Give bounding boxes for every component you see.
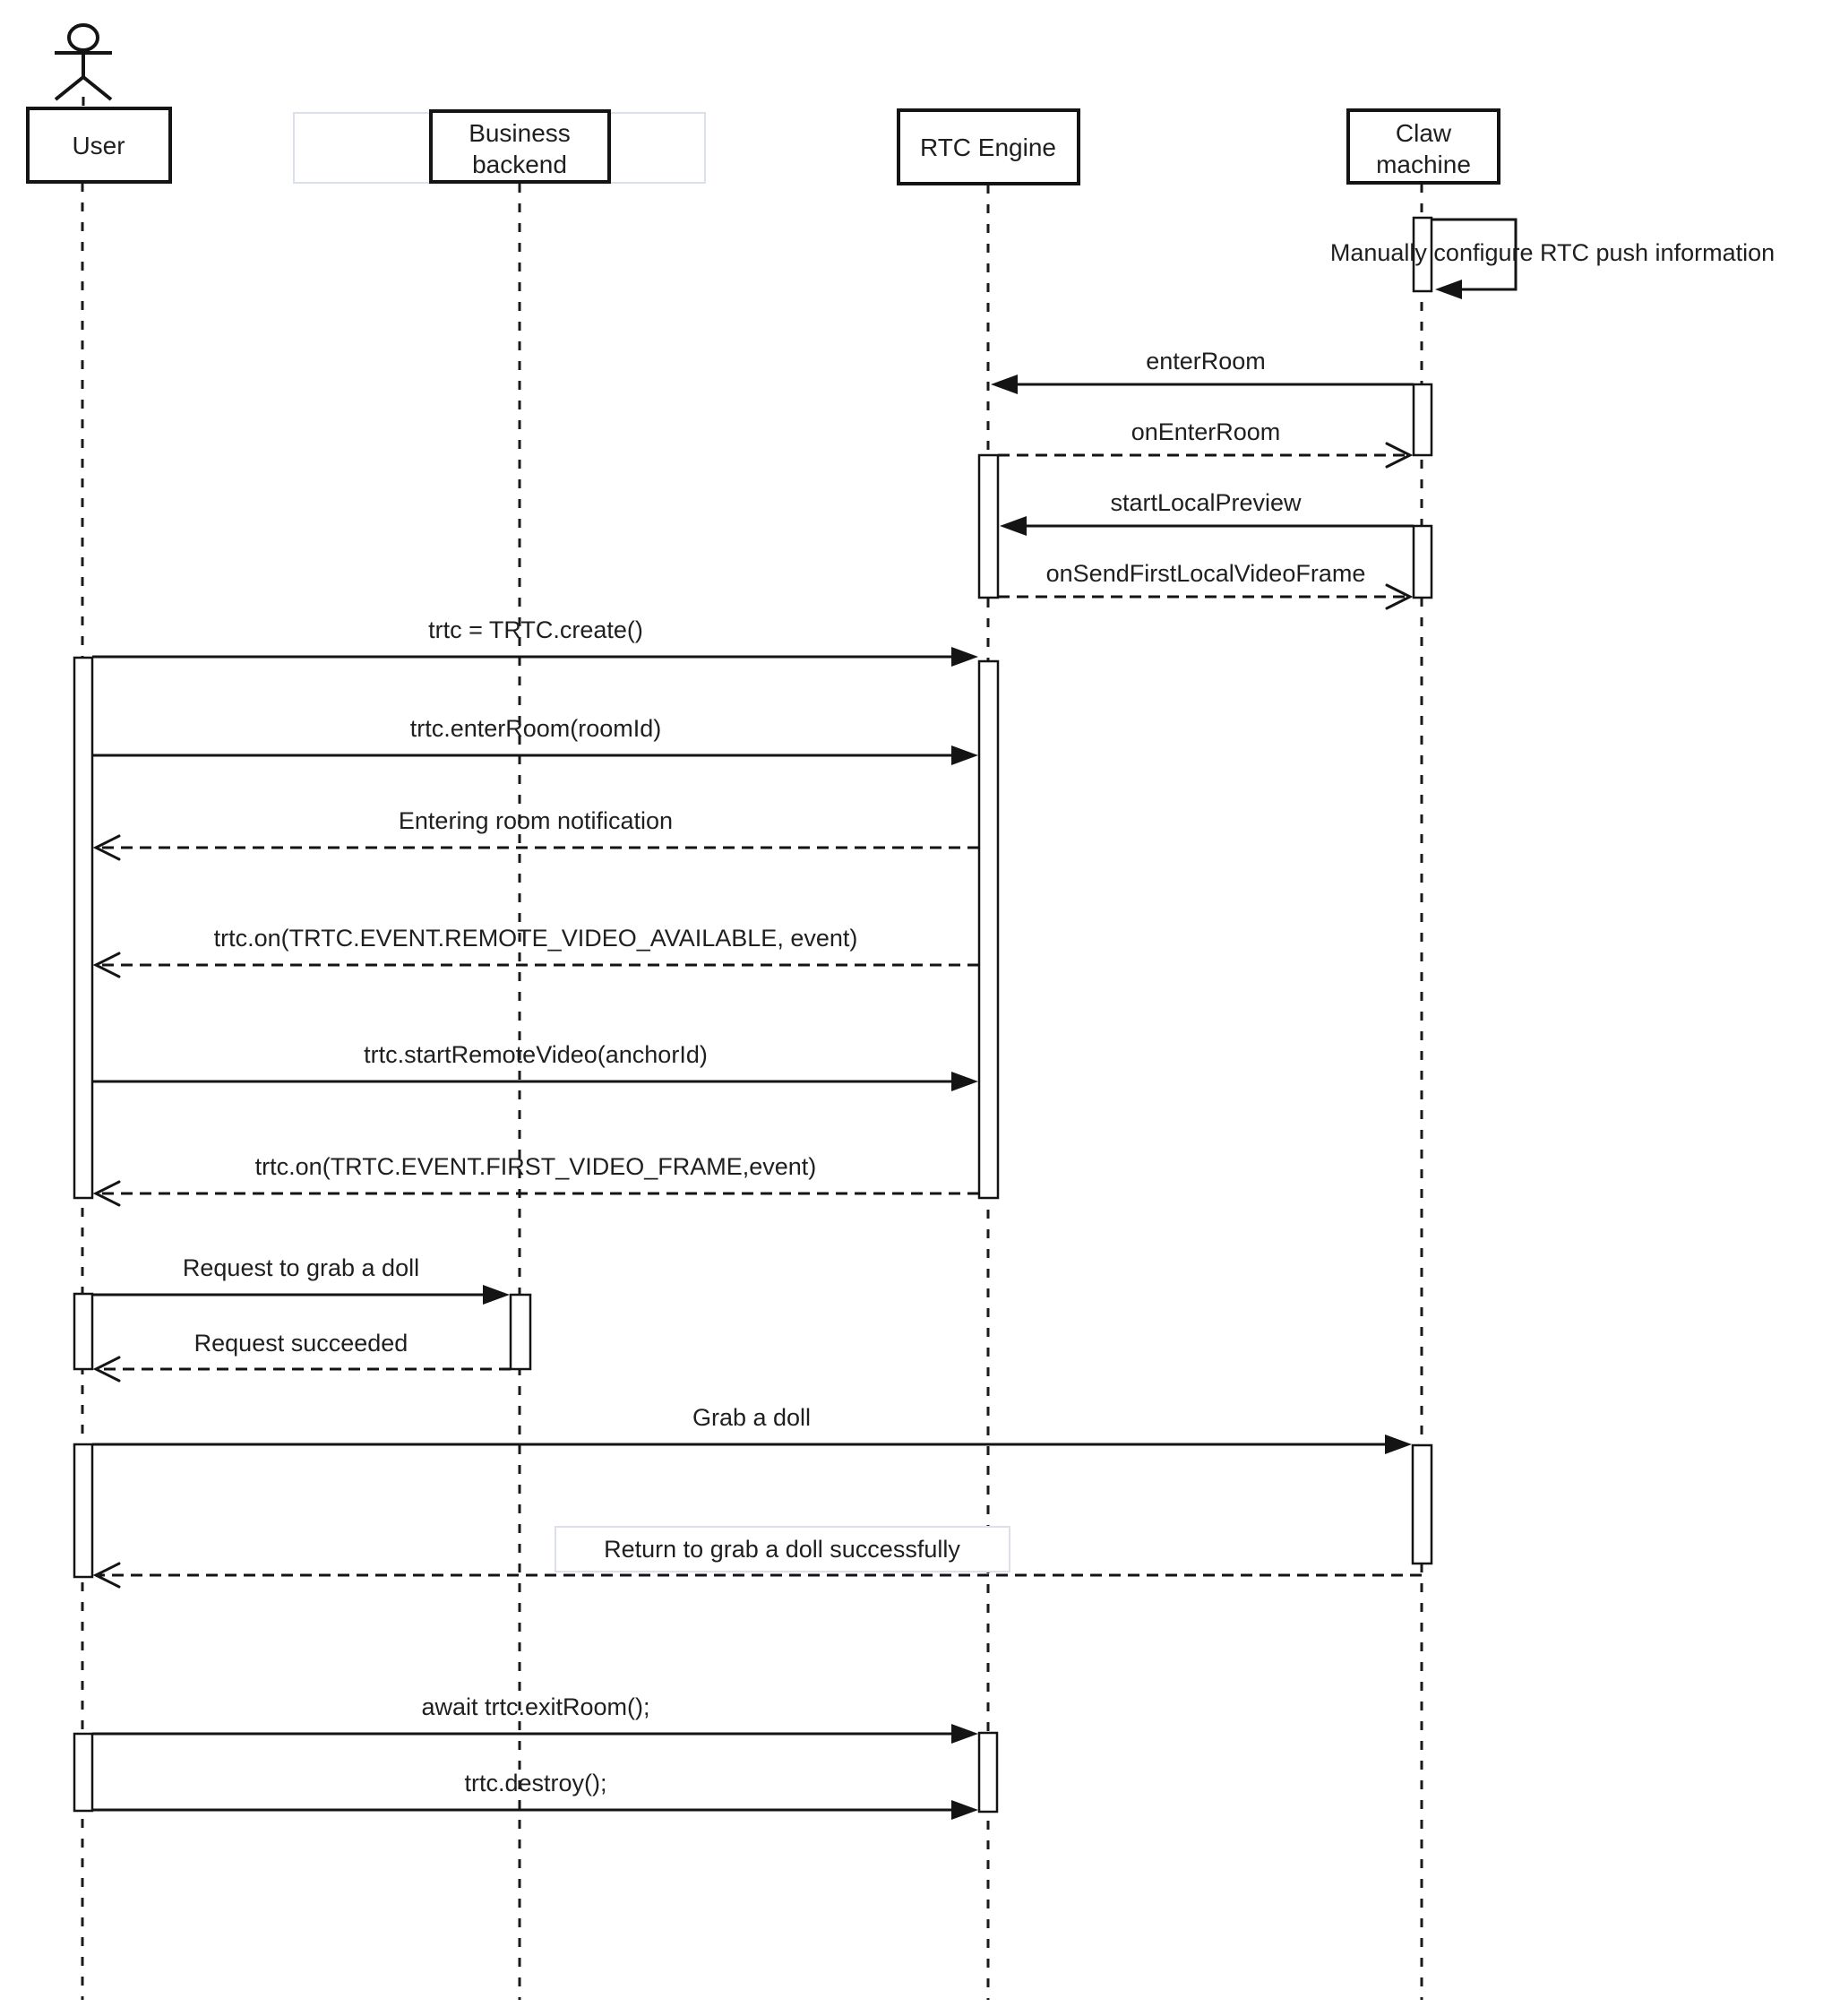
message-request-succeeded: Request succeeded	[92, 1330, 511, 1383]
rtc-engine-box	[897, 108, 1080, 185]
message-label-box	[555, 1526, 1010, 1572]
claw-machine-label-line2: machine	[1376, 151, 1471, 178]
rtc-activation-exit	[977, 1731, 999, 1814]
message-startlocalpreview: startLocalPreview	[1000, 489, 1414, 536]
arrowhead-right-icon	[951, 745, 978, 765]
self-message-configure-rtc: Manually configure RTC push information	[1330, 218, 1775, 299]
message-remote-video-available: trtc.on(TRTC.EVENT.REMOTE_VIDEO_AVAILABL…	[92, 925, 979, 978]
message-enterroom: enterRoom	[991, 348, 1414, 394]
claw-activation-enterroom	[1412, 383, 1433, 457]
arrowhead-left-icon	[92, 1562, 121, 1589]
rtc-activation-callbacks	[977, 453, 1000, 599]
arrowhead-right-icon	[483, 1285, 510, 1305]
arrowhead-left-icon	[1000, 516, 1027, 536]
actor-user: User	[26, 23, 172, 184]
user-activation-exit	[73, 1732, 94, 1813]
arrowhead-right-icon	[951, 1072, 978, 1091]
user-activation-grab	[73, 1443, 94, 1579]
message-label: onEnterRoom	[1131, 418, 1281, 445]
message-entering-room-notification: Entering room notification	[92, 807, 979, 861]
claw-activation-preview	[1412, 524, 1433, 599]
message-exitroom: await trtc.exitRoom();	[92, 1693, 978, 1744]
message-label: trtc.on(TRTC.EVENT.REMOTE_VIDEO_AVAILABL…	[214, 925, 858, 952]
lifelines	[81, 97, 1423, 2000]
message-first-video-frame: trtc.on(TRTC.EVENT.FIRST_VIDEO_FRAME,eve…	[92, 1153, 979, 1207]
message-label: onSendFirstLocalVideoFrame	[1046, 560, 1366, 587]
business-backend-label-line1: Business	[469, 119, 571, 147]
message-trtc-enterroom: trtc.enterRoom(roomId)	[92, 715, 978, 765]
message-label: enterRoom	[1146, 348, 1266, 375]
activation-bars	[73, 216, 1433, 1814]
claw-machine-label-line1: Claw	[1396, 119, 1452, 147]
arrowhead-right-icon	[951, 1800, 978, 1820]
message-label: trtc.enterRoom(roomId)	[410, 715, 662, 742]
message-return-grab-success: Return to grab a doll successfully	[92, 1526, 1422, 1589]
message-label: Request succeeded	[194, 1330, 408, 1357]
message-onsendfirstlocalvideoframe: onSendFirstLocalVideoFrame	[998, 560, 1414, 610]
user-box	[26, 107, 172, 184]
arrowhead-left-icon	[92, 1180, 121, 1207]
message-startremotevideo: trtc.startRemoteVideo(anchorId)	[92, 1041, 978, 1091]
arrowhead-right-icon	[951, 647, 978, 667]
message-label: startLocalPreview	[1110, 489, 1302, 516]
message-label: Return to grab a doll successfully	[604, 1536, 960, 1563]
arrowhead-left-icon	[92, 952, 121, 978]
business-backend-box	[429, 109, 611, 184]
self-message-arrowhead-icon	[1435, 280, 1462, 299]
arrowhead-left-icon	[991, 375, 1018, 394]
backend-activation-request	[509, 1293, 532, 1371]
actor-rtc-engine: RTC Engine	[897, 108, 1080, 185]
self-message-line	[1432, 218, 1518, 291]
rtc-engine-label: RTC Engine	[920, 134, 1056, 161]
message-label: trtc.on(TRTC.EVENT.FIRST_VIDEO_FRAME,eve…	[255, 1153, 817, 1180]
message-grab-doll: Grab a doll	[92, 1404, 1412, 1454]
business-backend-label-line2: backend	[472, 151, 567, 178]
message-onenterroom: onEnterRoom	[998, 418, 1414, 469]
message-label: await trtc.exitRoom();	[421, 1693, 649, 1720]
arrowhead-right-icon	[1385, 583, 1414, 610]
user-activation-main	[73, 656, 94, 1200]
message-label: Request to grab a doll	[183, 1254, 419, 1281]
claw-activation-grab	[1411, 1443, 1433, 1565]
rtc-activation-main	[977, 659, 1000, 1200]
arrowhead-right-icon	[1385, 442, 1414, 469]
actor-business-backend: Business backend	[293, 109, 706, 184]
message-label: trtc.destroy();	[464, 1770, 606, 1796]
user-label: User	[72, 132, 125, 159]
arrowhead-right-icon	[951, 1724, 978, 1744]
user-activation-request	[73, 1292, 94, 1371]
claw-machine-box	[1346, 108, 1500, 185]
actor-claw-machine: Claw machine	[1346, 108, 1500, 185]
message-destroy: trtc.destroy();	[92, 1770, 978, 1820]
message-label: Entering room notification	[399, 807, 673, 834]
arrowhead-left-icon	[92, 1356, 121, 1383]
user-actor-icon	[54, 23, 113, 101]
message-label: trtc.startRemoteVideo(anchorId)	[364, 1041, 708, 1068]
claw-activation-selfloop	[1412, 216, 1433, 293]
self-message-label: Manually configure RTC push information	[1330, 239, 1775, 266]
message-label: Grab a doll	[692, 1404, 811, 1431]
message-trtc-create: trtc = TRTC.create()	[92, 616, 978, 667]
message-label: trtc = TRTC.create()	[428, 616, 643, 643]
message-request-grab-doll: Request to grab a doll	[92, 1254, 510, 1305]
arrowhead-right-icon	[1385, 1434, 1412, 1454]
arrowhead-left-icon	[92, 834, 121, 861]
